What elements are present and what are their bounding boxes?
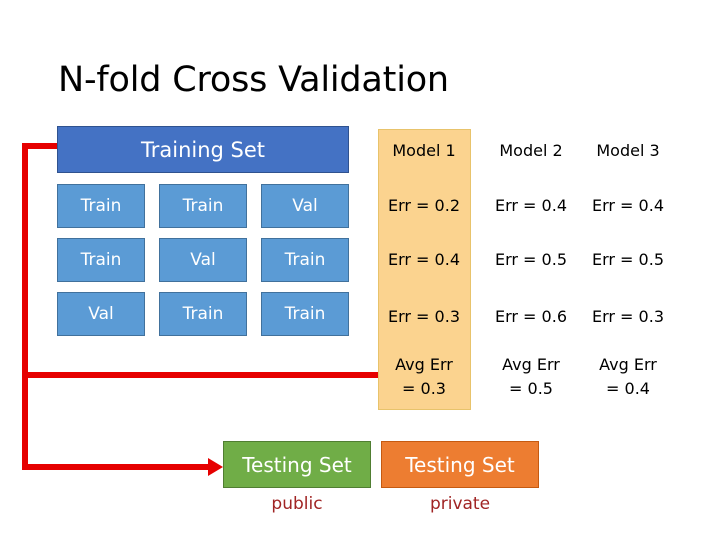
model-3-avg-value: = 0.4	[606, 379, 650, 398]
training-set-header: Training Set	[57, 126, 349, 173]
connector-arm-training	[22, 143, 60, 149]
model-1-average-error: Avg Err = 0.3	[377, 353, 471, 401]
model-header-3: Model 3	[596, 141, 660, 160]
model-header-1: Model 1	[392, 141, 456, 160]
testing-set-public-caption: public	[271, 494, 323, 514]
model-2-error-fold-3: Err = 0.6	[494, 307, 567, 326]
model-3-error-fold-1: Err = 0.4	[591, 196, 664, 215]
connector-arm-testing	[22, 464, 212, 470]
model-3-average-error: Avg Err = 0.4	[581, 353, 675, 401]
model-1-error-fold-1: Err = 0.2	[387, 196, 460, 215]
testing-set-private-label: Testing Set	[405, 452, 515, 477]
model-1-highlight-column	[378, 129, 471, 410]
model-1-avg-label: Avg Err	[395, 355, 453, 374]
model-2-avg-value: = 0.5	[509, 379, 553, 398]
training-set-label: Training Set	[140, 137, 266, 162]
testing-set-private-box: Testing Set	[381, 441, 539, 488]
model-2-average-error: Avg Err = 0.5	[484, 353, 578, 401]
model-1-avg-value: = 0.3	[402, 379, 446, 398]
fold-cell: Train	[57, 238, 145, 282]
connector-vertical-spine	[22, 143, 28, 470]
testing-set-private-caption: private	[429, 494, 491, 514]
model-1-error-fold-2: Err = 0.4	[387, 250, 460, 269]
fold-row: Train Train Val	[57, 184, 349, 228]
model-1-error-fold-3: Err = 0.3	[387, 307, 460, 326]
fold-cell: Train	[261, 238, 349, 282]
testing-set-public-label: Testing Set	[242, 452, 352, 477]
connector-arrowhead-icon	[208, 458, 223, 476]
model-3-error-fold-2: Err = 0.5	[591, 250, 664, 269]
model-2-avg-label: Avg Err	[502, 355, 560, 374]
model-2-error-fold-2: Err = 0.5	[494, 250, 567, 269]
model-header-2: Model 2	[499, 141, 563, 160]
fold-cell: Val	[159, 238, 247, 282]
fold-row: Val Train Train	[57, 292, 349, 336]
fold-cell: Val	[261, 184, 349, 228]
model-3-avg-label: Avg Err	[599, 355, 657, 374]
testing-set-public-box: Testing Set	[223, 441, 371, 488]
fold-cell: Train	[261, 292, 349, 336]
fold-row: Train Val Train	[57, 238, 349, 282]
fold-cell: Val	[57, 292, 145, 336]
fold-cell: Train	[159, 184, 247, 228]
model-3-error-fold-3: Err = 0.3	[591, 307, 664, 326]
model-2-error-fold-1: Err = 0.4	[494, 196, 567, 215]
fold-cell: Train	[57, 184, 145, 228]
fold-grid: Train Train Val Train Val Train Val Trai…	[57, 184, 349, 346]
page-title: N-fold Cross Validation	[58, 60, 449, 100]
fold-cell: Train	[159, 292, 247, 336]
connector-arm-avg-err	[22, 372, 378, 378]
